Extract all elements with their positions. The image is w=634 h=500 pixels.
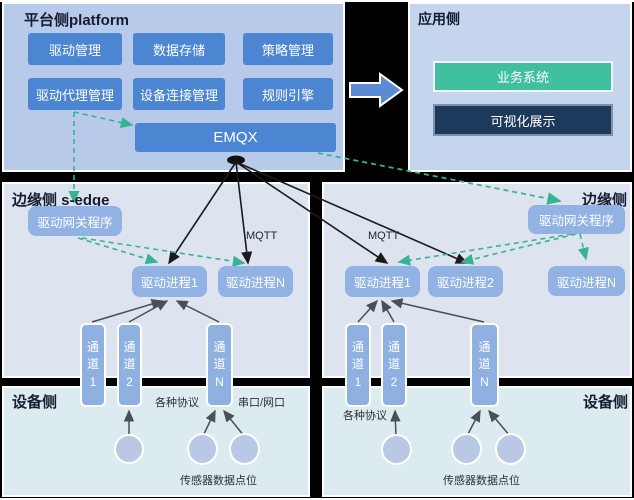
edge-right-mqtt-label: MQTT — [368, 230, 400, 242]
device-right-sensor-label: 传感器数据点位 — [443, 475, 520, 487]
platform-to-app-arrow — [349, 72, 404, 108]
device-left-sensor-label: 传感器数据点位 — [180, 475, 257, 487]
device-left-protocol-label: 各种协议 — [155, 397, 199, 409]
emqx-link-right-process2 — [235, 161, 469, 264]
button-driver-management[interactable]: 驱动管理 — [28, 33, 122, 65]
edge-right-gateway-box[interactable]: 驱动网关程序 — [528, 205, 625, 234]
edge-right-channel1-box[interactable]: 通道1 — [345, 323, 371, 407]
device-left-title: 设备侧 — [12, 394, 58, 411]
left-sensor2-to-chanN — [202, 409, 216, 437]
right-chanN-to-process — [390, 298, 485, 323]
edge-left-process1-box[interactable]: 驱动进程1 — [132, 266, 207, 297]
visualization-box[interactable]: 可视化展示 — [433, 104, 613, 136]
right-gateway-to-processN-dashed — [577, 233, 589, 261]
page-edge-bottom — [0, 498, 634, 500]
edge-left-channelN-box[interactable]: 通道N — [206, 323, 233, 407]
button-rule-engine[interactable]: 规则引擎 — [243, 78, 333, 110]
left-gateway-to-processN-dashed — [81, 237, 246, 267]
left-sensor3-to-chanN — [223, 409, 245, 437]
sensor-node — [114, 434, 144, 464]
emqx-to-right-gateway-dashed — [317, 152, 562, 205]
right-gateway-to-process2-dashed — [460, 233, 577, 265]
edge-left-channel2-box[interactable]: 通道2 — [117, 323, 142, 407]
device-right-title: 设备侧 — [583, 394, 629, 411]
left-gateway-to-process1-dashed — [77, 237, 159, 265]
edge-right-process2-box[interactable]: 驱动进程2 — [428, 266, 503, 297]
emqx-hub-dot — [227, 155, 245, 165]
business-system-box[interactable]: 业务系统 — [433, 61, 613, 92]
edge-right-title: 边缘侧 — [582, 192, 628, 209]
sensor-node — [229, 433, 260, 465]
edge-right-processN-box[interactable]: 驱动进程N — [548, 266, 625, 296]
edge-left-channel1-box[interactable]: 通道1 — [80, 323, 106, 407]
emqx-broker-box[interactable]: EMQX — [135, 123, 336, 152]
sensor-node — [451, 433, 482, 465]
platform-title: 平台侧platform — [24, 12, 130, 29]
right-sensor2-to-chanN — [466, 409, 481, 437]
left-chan1-to-process — [91, 298, 164, 323]
edge-right-channelN-box[interactable]: 通道N — [470, 323, 499, 407]
emqx-link-left-process1 — [168, 161, 237, 265]
edge-left-processN-box[interactable]: 驱动进程N — [218, 266, 293, 297]
button-policy-management[interactable]: 策略管理 — [243, 33, 333, 65]
emqx-link-left-processN — [235, 161, 253, 265]
right-sensor3-to-chanN — [488, 409, 511, 437]
sensor-node — [381, 434, 412, 465]
left-chan2-to-process — [128, 300, 169, 323]
agent-to-emqx-dashed — [73, 111, 134, 129]
emqx-link-right-process1 — [235, 161, 389, 264]
edge-left-mqtt-label: MQTT — [246, 230, 278, 242]
right-gateway-to-process1-dashed — [397, 233, 573, 266]
button-data-storage[interactable]: 数据存储 — [133, 33, 225, 65]
button-device-connection-management[interactable]: 设备连接管理 — [133, 78, 225, 110]
device-right-protocol-label: 各种协议 — [343, 410, 387, 422]
application-title: 应用侧 — [418, 11, 460, 27]
device-left-port-label: 串口/网口 — [238, 397, 286, 409]
right-chan1-to-process — [357, 299, 379, 323]
edge-right-process1-box[interactable]: 驱动进程1 — [345, 266, 420, 297]
button-driver-agent-management[interactable]: 驱动代理管理 — [28, 78, 122, 110]
edge-left-title: 边缘侧 s-edge — [12, 192, 110, 209]
sensor-node — [495, 433, 526, 465]
edge-left-gateway-box[interactable]: 驱动网关程序 — [28, 206, 122, 236]
right-chan2-to-process — [381, 299, 395, 323]
right-sensor1-to-chan2 — [390, 409, 401, 437]
sensor-node — [187, 433, 218, 465]
left-chanN-to-process — [175, 300, 220, 323]
edge-right-channel2-box[interactable]: 通道2 — [381, 323, 407, 407]
page-edge-top — [0, 0, 634, 2]
